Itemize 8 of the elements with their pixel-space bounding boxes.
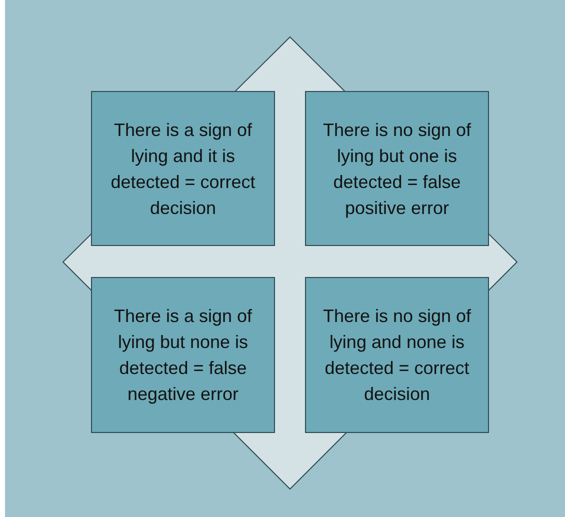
quadrant-box <box>91 91 275 246</box>
quadrant-text: There is a sign of lying but none is detected = false negative error <box>112 305 254 406</box>
quadrant-box <box>305 277 489 433</box>
quadrant-box <box>91 277 275 433</box>
quadrant-text: There is a sign of lying and it is detected = correct decision <box>110 118 256 220</box>
quadrant-text: There is no sign of lying but one is detected = false positive error <box>322 118 472 220</box>
quadrant-box <box>305 91 489 246</box>
quadrant-text: There is no sign of lying and none is detected = correct decision <box>322 305 472 406</box>
